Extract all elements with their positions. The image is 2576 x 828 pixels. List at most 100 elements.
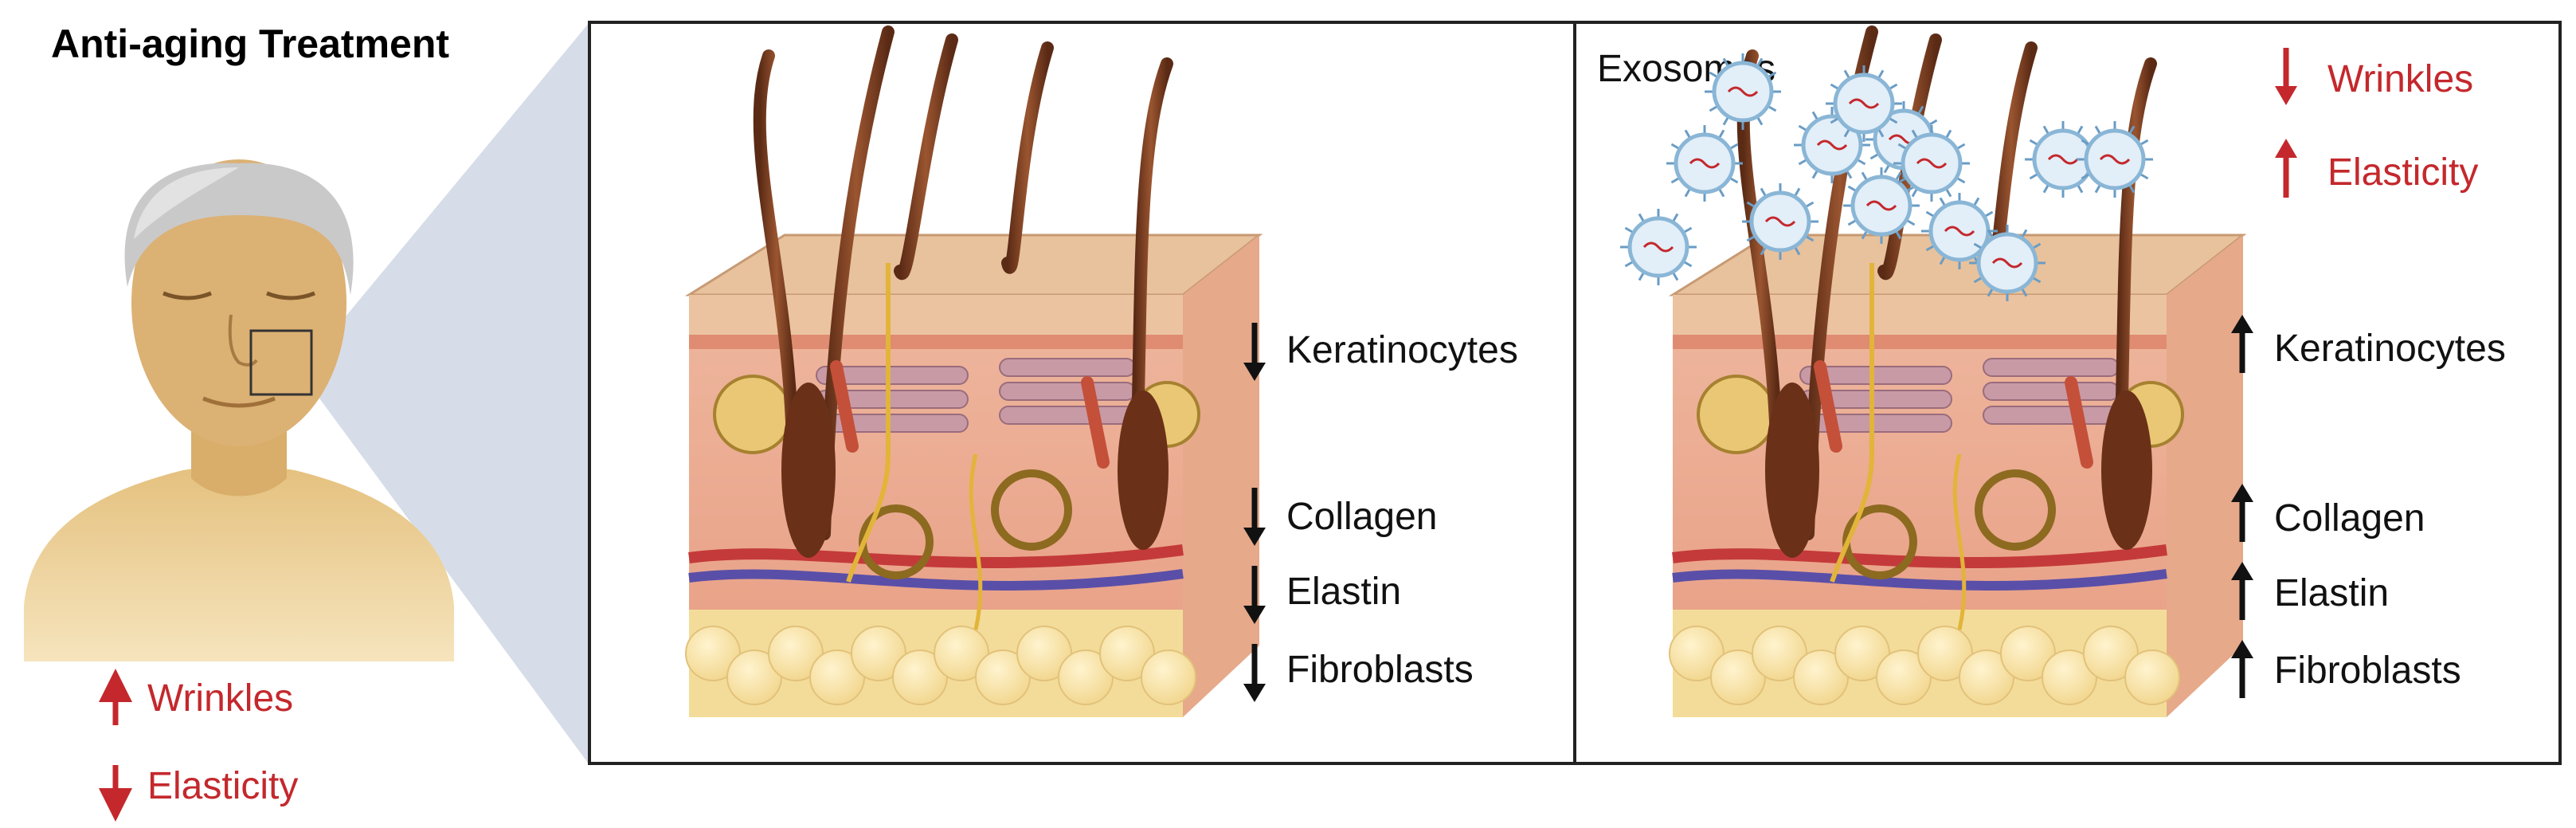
- exosome-spike: [1760, 247, 1767, 256]
- cell-layer: [816, 414, 969, 433]
- exosome-spike: [1973, 277, 1982, 284]
- exosome-spike: [1670, 143, 1679, 150]
- exosome-spike: [1925, 245, 1934, 252]
- exosome-spike: [2029, 139, 2038, 146]
- exosome-spike: [1907, 219, 1916, 226]
- exosome-cargo: [2047, 154, 2079, 165]
- untreated-label-collagen: Collagen: [1243, 488, 1437, 546]
- treated-label-keratinocytes-text: Keratinocytes: [2274, 328, 2506, 370]
- exosome-spike: [1877, 69, 1885, 78]
- exosome-spike: [1670, 177, 1679, 184]
- exosome: [1705, 53, 1781, 130]
- exosome-spike: [1746, 235, 1755, 242]
- exosome-spike: [1987, 229, 1994, 237]
- exosome-spike: [1638, 213, 1645, 222]
- exosome-spike: [2033, 242, 2042, 249]
- cell-layer: [816, 366, 969, 385]
- exosome-spike: [1861, 171, 1868, 180]
- exosome-spike: [1897, 143, 1906, 150]
- exosome-cargo: [1944, 226, 1975, 237]
- exosome-spike: [1684, 261, 1693, 268]
- exosome-spike: [2094, 185, 2101, 194]
- exosome-spike: [1889, 83, 1898, 90]
- exosome-spike: [1877, 129, 1885, 138]
- exosome-cargo: [1727, 86, 1759, 97]
- exosome-spike: [1794, 247, 1801, 256]
- zoom-region-marker: [249, 329, 313, 396]
- exosome-cargo: [1816, 139, 1848, 151]
- exosome-cargo: [1991, 257, 2023, 269]
- untreated-label-collagen-text: Collagen: [1286, 496, 1437, 538]
- exosome-spike: [2033, 277, 2042, 284]
- exosome-spike: [2140, 173, 2149, 180]
- exosome-spike: [1684, 189, 1691, 198]
- exosome-cargo: [1642, 241, 1674, 253]
- exosome-spike: [1897, 177, 1906, 184]
- exosome-spike: [1811, 171, 1818, 179]
- exosome-spike: [1806, 235, 1815, 242]
- exosome-spike: [1722, 57, 1729, 66]
- exosome-cargo: [1848, 98, 1880, 109]
- exosome-spike: [1730, 143, 1739, 150]
- exosome-spike: [2081, 139, 2089, 146]
- face-label-wrinkles-text: Wrinkles: [147, 677, 293, 720]
- exosome-spike: [1939, 257, 1946, 265]
- exosome-spike: [1794, 187, 1801, 196]
- exosome-spike: [1722, 117, 1729, 126]
- exosome-spike: [2042, 185, 2049, 194]
- nerve-fiber: [969, 453, 983, 630]
- untreated-label-elastin-text: Elastin: [1286, 571, 1401, 613]
- exosome-spike: [1973, 197, 1980, 206]
- sweat-gland: [1975, 469, 2056, 551]
- untreated-label-elastin: Elastin: [1243, 566, 1401, 624]
- exosome-spike: [1684, 129, 1691, 138]
- face-label-elasticity-text: Elasticity: [147, 765, 298, 807]
- treated-effect-elasticity-text: Elasticity: [2327, 151, 2478, 194]
- exosome-spike: [1806, 201, 1815, 208]
- sebaceous-gland: [713, 375, 793, 454]
- sebaceous-gland: [1697, 375, 1776, 454]
- exosome-spike: [1945, 129, 1952, 138]
- exosome-spike: [1811, 111, 1818, 120]
- exosome-spike: [1911, 189, 1918, 198]
- exosome-spike: [1895, 171, 1902, 180]
- exosome-spike: [1709, 105, 1717, 112]
- vein: [688, 569, 1184, 591]
- vein: [1672, 569, 2167, 591]
- exosome-spike: [1624, 226, 1633, 233]
- nerve-fiber: [1830, 263, 1874, 583]
- exosome: [1921, 193, 1998, 269]
- exosome-spike: [2094, 125, 2101, 134]
- treated-label-collagen-text: Collagen: [2274, 497, 2425, 540]
- arrector-muscle: [1081, 376, 1110, 469]
- exosome-spike: [1945, 189, 1952, 198]
- exosome: [1826, 65, 1902, 142]
- exosome-cargo: [1764, 216, 1796, 227]
- exosome-spike: [1973, 242, 1982, 249]
- exosome-cargo: [1689, 158, 1721, 169]
- exosome-spike: [1929, 119, 1938, 126]
- cell-layer: [999, 358, 1136, 377]
- cell-layer: [1799, 414, 1952, 433]
- exosome-spike: [1861, 231, 1868, 240]
- exosome-spike: [1830, 117, 1838, 124]
- treated-label-elastin-text: Elastin: [2274, 572, 2389, 614]
- exosome-spike: [1768, 105, 1777, 112]
- exosome-spike: [1883, 165, 1890, 174]
- figure-title: Anti-aging Treatment: [51, 22, 449, 66]
- exosome: [1666, 125, 1743, 202]
- exosome-spike: [1624, 261, 1633, 268]
- exosome-spike: [1760, 187, 1767, 196]
- exosome-spike: [1798, 124, 1807, 131]
- untreated-label-fibroblasts-text: Fibroblasts: [1286, 649, 1474, 691]
- exosome: [1969, 225, 2046, 301]
- untreated-label-keratinocytes-text: Keratinocytes: [1286, 329, 1518, 371]
- epidermis-layer: [1673, 295, 2167, 335]
- block-side-face: [2167, 235, 2243, 717]
- exosome-spike: [1843, 69, 1850, 78]
- exosome-spike: [1746, 201, 1755, 208]
- exosome-spike: [1798, 159, 1807, 166]
- hair-follicle: [1118, 390, 1169, 550]
- treated-label-elastin: Elastin: [2231, 562, 2389, 620]
